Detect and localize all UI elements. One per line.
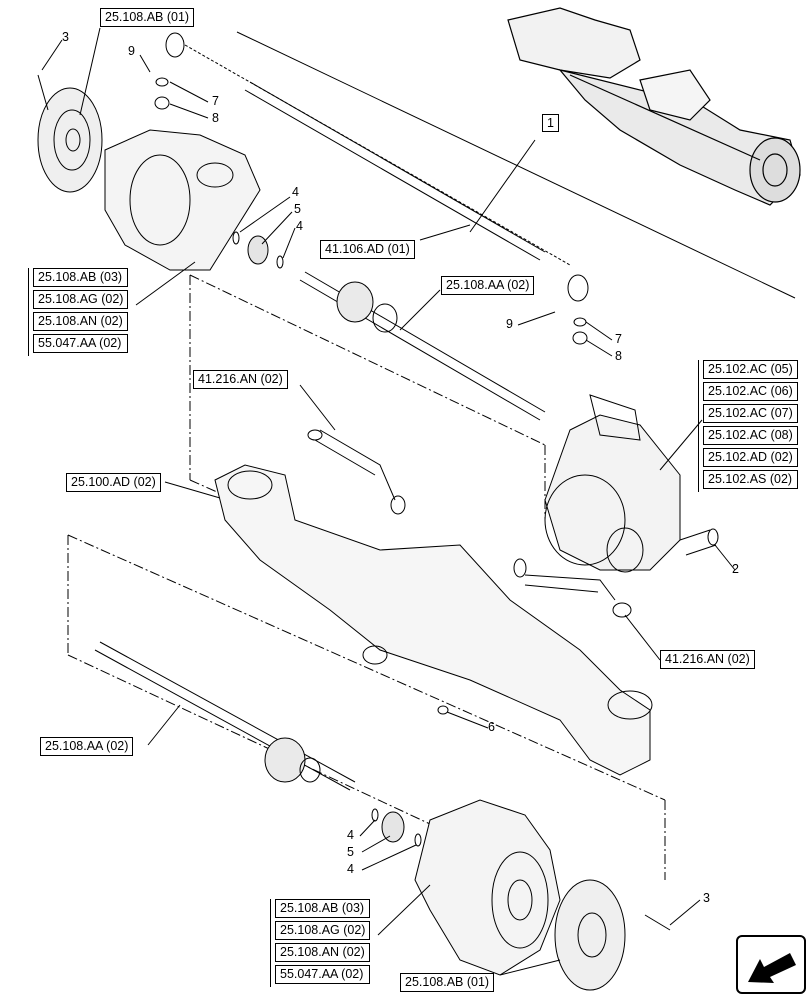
callout-number: 6 [488, 720, 495, 734]
steering-knuckle-top [104, 129, 261, 271]
ref-link[interactable]: 25.102.AC (05) [703, 360, 798, 379]
hub-cover-bottom [554, 879, 626, 991]
nut-top [154, 96, 170, 110]
steering-cylinder-right [513, 558, 632, 618]
callout-number: 9 [128, 44, 135, 58]
plug-6 [437, 705, 449, 715]
callout-number: 5 [347, 845, 354, 859]
ball-joint-top [165, 32, 185, 58]
ref-link[interactable]: 55.047.AA (02) [33, 334, 129, 353]
callout-number: 4 [347, 828, 354, 842]
ref-shaft-bottom[interactable]: 25.108.AA (02) [40, 737, 134, 756]
tie-rod [244, 81, 546, 261]
callout-number: 7 [212, 94, 219, 108]
gear-bottom [381, 811, 405, 843]
ref-tie-rod[interactable]: 41.106.AD (01) [320, 240, 415, 259]
ref-stack-bottom: 25.108.AB (03) 25.108.AG (02) 25.108.AN … [270, 899, 371, 987]
ref-steering-cyl-top[interactable]: 41.216.AN (02) [193, 370, 288, 389]
snap-ring-c [371, 808, 379, 822]
ref-axle-housing[interactable]: 25.100.AD (02) [66, 473, 161, 492]
ref-link[interactable]: 25.102.AC (08) [703, 426, 798, 445]
axle-housing [214, 464, 653, 776]
snap-ring-a [232, 231, 240, 245]
callout-number: 4 [292, 185, 299, 199]
ref-link[interactable]: 25.108.AG (02) [275, 921, 371, 940]
ref-link[interactable]: 25.108.AG (02) [33, 290, 129, 309]
ref-link[interactable]: 25.108.AB (03) [33, 268, 129, 287]
ref-link[interactable]: 55.047.AA (02) [275, 965, 371, 984]
callout-number: 3 [703, 891, 710, 905]
washer-right [573, 317, 587, 327]
frame-line-assembly [469, 139, 536, 233]
callout-assembly: 1 [542, 114, 559, 132]
leader-lines [41, 27, 736, 976]
bolt-bottom [644, 914, 671, 931]
steering-knuckle-bottom [414, 799, 561, 976]
assembled-axle-illustration [507, 7, 801, 206]
callout-number: 7 [615, 332, 622, 346]
snap-ring-b [276, 255, 284, 269]
ref-stack-right: 25.102.AC (05) 25.102.AC (06) 25.102.AC … [698, 360, 798, 492]
ref-link[interactable]: 25.102.AD (02) [703, 448, 798, 467]
washer-top [155, 77, 169, 87]
ref-shaft-top[interactable]: 25.108.AA (02) [441, 276, 535, 295]
frame-line-top [236, 31, 796, 299]
ref-steering-cyl-right[interactable]: 41.216.AN (02) [660, 650, 755, 669]
hub-cover-top [37, 87, 103, 193]
callout-number: 3 [62, 30, 69, 44]
drive-shaft-top [299, 271, 546, 421]
differential-assembly [544, 394, 681, 573]
callout-number: 8 [615, 349, 622, 363]
callout-number: 9 [506, 317, 513, 331]
ref-link[interactable]: 25.102.AS (02) [703, 470, 798, 489]
callout-number: 5 [294, 202, 301, 216]
ref-link[interactable]: 25.102.AC (07) [703, 404, 798, 423]
ball-joint-right [567, 274, 589, 302]
ref-link[interactable]: 25.108.AN (02) [33, 312, 129, 331]
callout-number: 4 [347, 862, 354, 876]
ref-hub-cover-top[interactable]: 25.108.AB (01) [100, 8, 195, 27]
bolt-top [37, 74, 49, 111]
arrow-glyph [748, 953, 796, 983]
steering-cylinder-top [307, 429, 406, 515]
ref-link[interactable]: 25.108.AN (02) [275, 943, 371, 962]
snap-ring-d [414, 833, 422, 847]
bolt-2 [679, 528, 719, 556]
drive-shaft-bottom [94, 641, 356, 791]
arrow-icon[interactable] [736, 935, 806, 994]
ref-hub-cover-bottom[interactable]: 25.108.AB (01) [400, 973, 495, 992]
ref-link[interactable]: 25.108.AB (03) [275, 899, 371, 918]
ref-link[interactable]: 25.102.AC (06) [703, 382, 798, 401]
callout-number: 4 [296, 219, 303, 233]
callout-number: 8 [212, 111, 219, 125]
callout-number: 2 [732, 562, 739, 576]
nut-right [572, 331, 588, 345]
ref-stack-left: 25.108.AB (03) 25.108.AG (02) 25.108.AN … [28, 268, 129, 356]
